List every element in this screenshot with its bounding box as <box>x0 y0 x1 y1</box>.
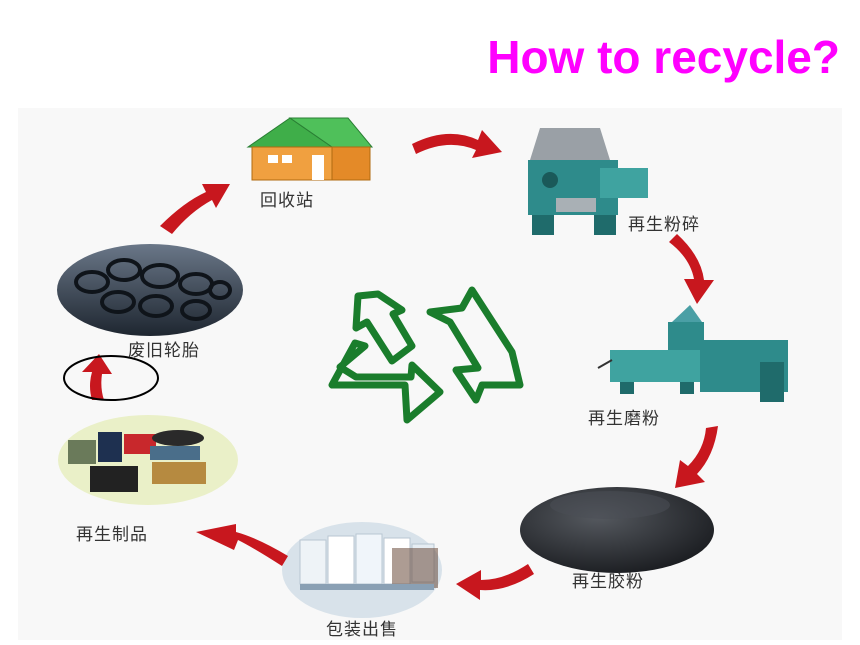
stage-label-packaging: 包装出售 <box>326 620 398 640</box>
stage-label-products: 再生制品 <box>76 525 148 545</box>
stage-label-rubber-powder: 再生胶粉 <box>572 572 644 592</box>
arrow-tires-to-station <box>160 184 230 234</box>
stage-label-waste-tires: 废旧轮胎 <box>128 341 200 361</box>
recycled-products-icon <box>58 415 238 505</box>
stage-label-grinding: 再生磨粉 <box>588 409 660 429</box>
highlight-circle <box>63 355 159 401</box>
tires-icon <box>57 244 243 336</box>
stage-label-recycling-station: 回收站 <box>260 191 314 211</box>
arrow-station-to-crusher <box>412 130 502 158</box>
rubber-powder-icon <box>520 487 714 573</box>
house-icon <box>246 117 374 181</box>
packaged-bags-icon <box>282 522 442 618</box>
arrow-powder-to-bags <box>456 564 534 600</box>
arrow-crusher-to-grinder <box>669 234 714 304</box>
arrow-products-to-tires <box>82 354 112 400</box>
arrow-bags-to-products <box>196 524 288 566</box>
recycle-symbol-icon <box>328 286 524 424</box>
stage-label-crushing: 再生粉碎 <box>628 215 700 235</box>
page-title: How to recycle? <box>487 31 840 83</box>
grinder-machine-icon <box>597 305 788 402</box>
arrow-grinder-to-powder <box>675 426 718 488</box>
flow-arrows <box>82 130 718 600</box>
crusher-machine-icon <box>528 128 648 235</box>
